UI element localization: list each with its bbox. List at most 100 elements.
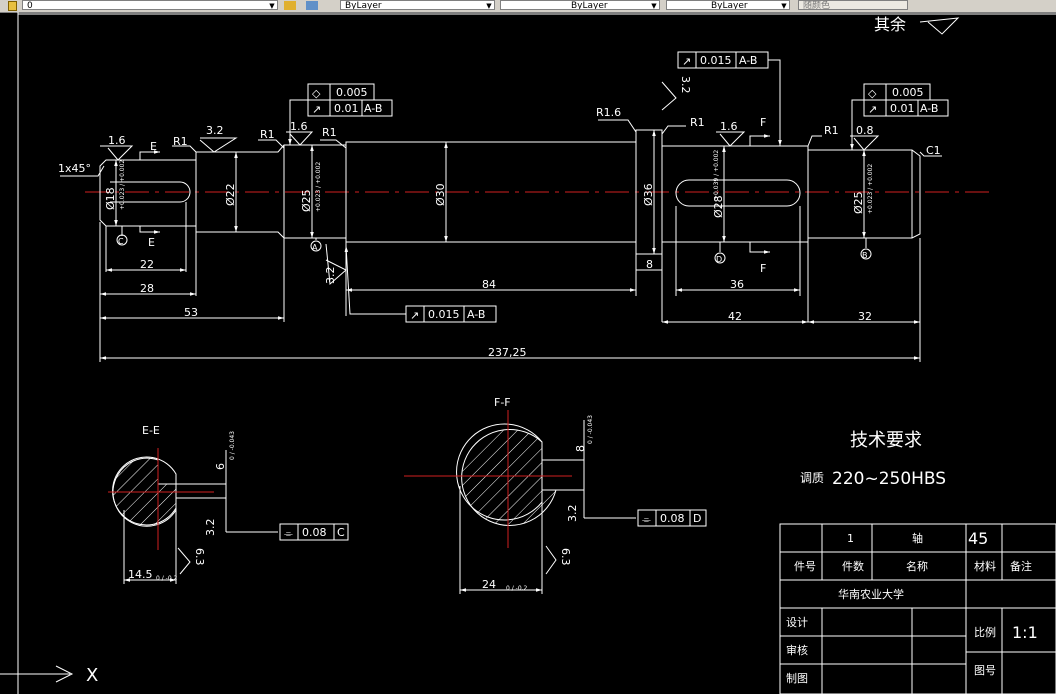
tb-scale-value: 1:1 bbox=[1012, 623, 1038, 642]
diameter-label: Ø18 bbox=[104, 187, 117, 210]
fcf-leader bbox=[344, 245, 406, 315]
lineweight-dropdown[interactable]: ByLayer ▼ bbox=[666, 0, 790, 10]
dim-text-53: 53 bbox=[184, 306, 198, 319]
dim-text-237: 237,25 bbox=[488, 346, 527, 359]
tb-h-remark: 备注 bbox=[1010, 559, 1032, 573]
section-ff-outline bbox=[456, 423, 585, 521]
section-ee-width: 14.5 bbox=[128, 568, 153, 581]
section-mark-e-bottom bbox=[139, 226, 160, 234]
chevron-down-icon: ▼ bbox=[781, 2, 787, 10]
datum-c-symbol bbox=[116, 234, 128, 246]
shaft-outline bbox=[99, 129, 921, 255]
chevron-down-icon: ▼ bbox=[486, 2, 492, 10]
keyway-left bbox=[110, 181, 191, 203]
tb-h-qty: 件数 bbox=[842, 560, 864, 573]
chamfer-left-label: 1x45° bbox=[58, 162, 91, 175]
section-ff-roughness-b: 6.3 bbox=[559, 548, 572, 566]
tolerance-label: +0.039 / +0.002 bbox=[713, 150, 720, 200]
section-ff-sym-datum: D bbox=[693, 512, 701, 525]
section-mark-label: F bbox=[760, 116, 766, 129]
section-ee-sym-value: 0.08 bbox=[302, 526, 327, 539]
fcf-leader bbox=[768, 59, 782, 146]
dim-text-84: 84 bbox=[482, 278, 496, 291]
diameter-label: Ø36 bbox=[642, 183, 655, 206]
fcf-right-runout bbox=[863, 99, 949, 117]
section-ff-title: F-F bbox=[494, 396, 511, 409]
fcf-leader bbox=[288, 99, 308, 145]
tb-material: 45 bbox=[968, 529, 988, 548]
dim-text-32: 32 bbox=[858, 310, 872, 323]
tolerance-label: +0.023 / +0.002 bbox=[867, 164, 874, 214]
dim-text-36: 36 bbox=[730, 278, 744, 291]
section-ee-sym-fcf bbox=[279, 523, 349, 541]
tolerance-label: +0.023 / +0.002 bbox=[315, 162, 322, 212]
plotstyle-dropdown[interactable]: 随颜色 bbox=[798, 0, 908, 10]
leader-line bbox=[598, 119, 637, 133]
roughness-symbol bbox=[325, 243, 347, 286]
roughness-label: 3.2 bbox=[206, 124, 224, 137]
leader-line bbox=[60, 165, 105, 177]
fcf-left-runout bbox=[307, 99, 393, 117]
plotstyle-value: 随颜色 bbox=[803, 1, 831, 10]
fcf-symbol: ⌯ bbox=[642, 513, 651, 526]
section-ff-sym-fcf bbox=[637, 509, 707, 527]
dim-text-22: 22 bbox=[140, 258, 154, 271]
fcf-symbol: ↗ bbox=[868, 103, 877, 116]
fcf-symbol: ↗ bbox=[312, 103, 321, 116]
fcf-value: 0.005 bbox=[336, 86, 368, 99]
linetype-value: ByLayer bbox=[571, 1, 608, 10]
color-dropdown[interactable]: ByLayer ▼ bbox=[340, 0, 495, 10]
fillet-label: R1 bbox=[173, 135, 188, 148]
tb-qty: 1 bbox=[847, 532, 854, 545]
ucs-arrow-icon bbox=[55, 665, 74, 683]
section-ff-depth: 8 bbox=[574, 445, 587, 452]
lineweight-value: ByLayer bbox=[711, 1, 748, 10]
color-value: ByLayer bbox=[345, 1, 382, 10]
datum-b-symbol bbox=[860, 248, 872, 260]
lock-icon[interactable] bbox=[8, 1, 17, 11]
section-mark-f-bottom bbox=[749, 242, 770, 254]
fcf-datum: A-B bbox=[364, 102, 382, 115]
diameter-label: Ø25 bbox=[852, 191, 865, 214]
layer-tool-icon[interactable] bbox=[284, 1, 296, 10]
datum-d-symbol bbox=[714, 252, 726, 264]
fillet-label: R1 bbox=[260, 128, 275, 141]
roughness-label: 3.2 bbox=[324, 267, 337, 285]
layer-previous-icon[interactable] bbox=[306, 1, 318, 10]
roughness-label: 1.6 bbox=[108, 134, 126, 147]
leader-line bbox=[807, 135, 822, 147]
layer-dropdown[interactable]: 0 ▼ bbox=[22, 0, 278, 10]
tb-h-material: 材料 bbox=[974, 559, 996, 573]
diameter-label: Ø25 bbox=[300, 189, 313, 212]
fcf-symbol: ◇ bbox=[868, 87, 877, 100]
section-ee-title: E-E bbox=[142, 424, 160, 437]
datum-label: B bbox=[862, 251, 868, 260]
section-ff-width: 24 bbox=[482, 578, 496, 591]
diameter-label: Ø28 bbox=[712, 195, 725, 218]
section-ff-width-tol: 0 / -0.2 bbox=[506, 585, 528, 592]
section-mark-e-top bbox=[139, 150, 160, 160]
section-ff-depth-tol: 0 / -0.043 bbox=[587, 415, 594, 444]
leader-line bbox=[172, 145, 197, 153]
tb-design: 设计 bbox=[786, 616, 808, 629]
chevron-down-icon: ▼ bbox=[651, 2, 657, 10]
tb-review: 审核 bbox=[786, 643, 808, 657]
leader-line bbox=[320, 139, 347, 149]
fcf-datum: A-B bbox=[739, 54, 757, 67]
fcf-symbol: ↗ bbox=[410, 309, 419, 322]
roughness-label: 1.6 bbox=[720, 120, 738, 133]
keyway-right bbox=[675, 179, 801, 207]
fcf-value: 0.015 bbox=[700, 54, 732, 67]
linetype-dropdown[interactable]: ByLayer ▼ bbox=[500, 0, 660, 10]
section-ee-depth-tol: 0 / -0.043 bbox=[229, 431, 236, 460]
section-ff-roughness-a: 3.2 bbox=[566, 505, 579, 523]
datum-a-symbol bbox=[310, 240, 322, 252]
title-block bbox=[779, 523, 1056, 694]
leader-line bbox=[258, 139, 285, 149]
drawing-canvas[interactable]: 其余 1x45° C1 R1 R1 R1 R1.6 R1 R1 1.6 3.2 … bbox=[0, 12, 1056, 694]
section-ff-sym-value: 0.08 bbox=[660, 512, 685, 525]
section-ee-roughness-b: 6.3 bbox=[193, 548, 206, 566]
roughness-symbol bbox=[286, 131, 314, 146]
roughness-symbol bbox=[716, 131, 746, 147]
section-ee-sym-datum: C bbox=[337, 526, 345, 539]
